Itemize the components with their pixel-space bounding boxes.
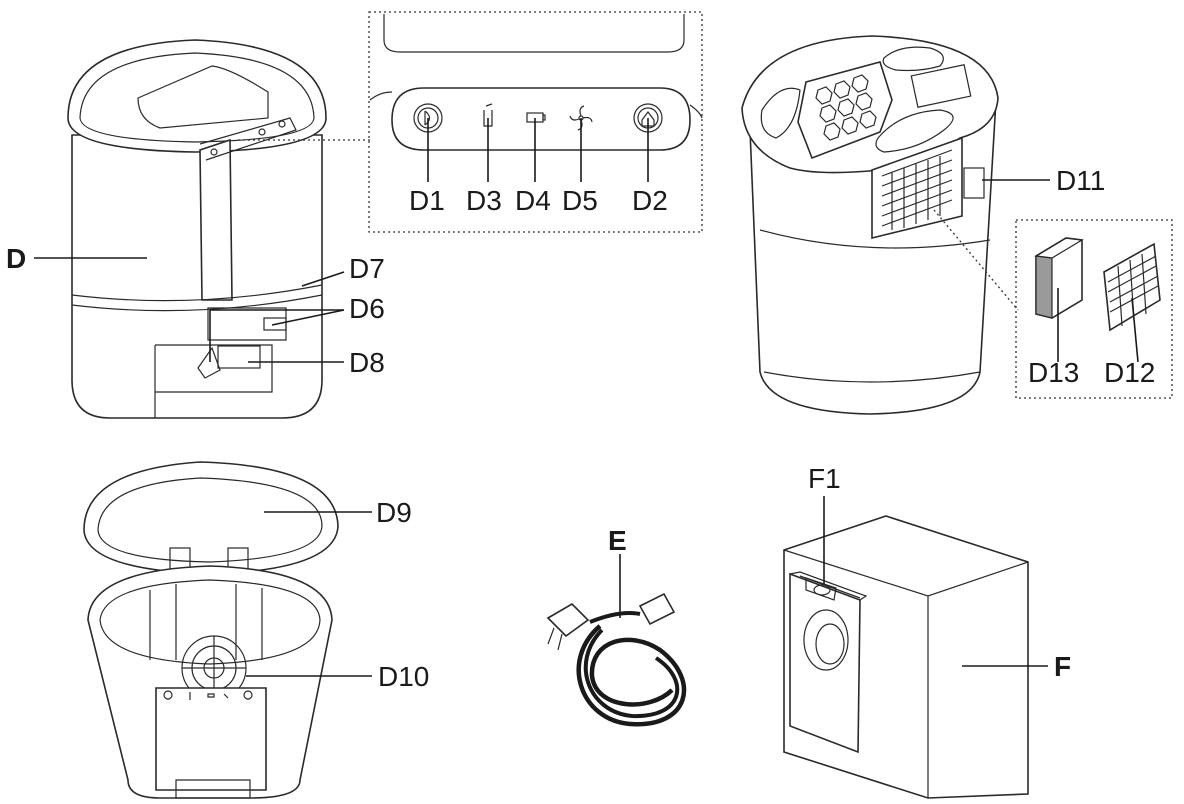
label-d3: D3 [466, 185, 502, 216]
mesh-filter [1103, 242, 1161, 332]
label-d12: D12 [1104, 357, 1155, 388]
dust-bag [783, 515, 1029, 799]
sponge-filter [1034, 237, 1084, 319]
label-e: E [608, 525, 627, 556]
dock-station-open [83, 461, 339, 799]
dock-station-rear [741, 35, 999, 415]
label-d4: D4 [515, 185, 551, 216]
label-d7: D7 [349, 253, 385, 284]
label-d10: D10 [378, 661, 429, 692]
filter-zoom-frame [1015, 219, 1173, 399]
label-d6: D6 [349, 293, 385, 324]
label-d13: D13 [1028, 357, 1079, 388]
label-d11: D11 [1056, 165, 1105, 196]
label-d5: D5 [562, 185, 598, 216]
label-d9: D9 [376, 497, 412, 528]
label-d1: D1 [409, 185, 445, 216]
label-f: F [1054, 651, 1071, 682]
power-cable [546, 592, 687, 727]
dock-station-front [67, 39, 327, 419]
control-panel-zoom [369, 14, 703, 182]
label-d8: D8 [349, 347, 385, 378]
label-d2: D2 [632, 185, 668, 216]
label-f1: F1 [808, 463, 841, 494]
control-panel-zoom-frame [368, 11, 703, 233]
label-d: D [6, 243, 26, 274]
